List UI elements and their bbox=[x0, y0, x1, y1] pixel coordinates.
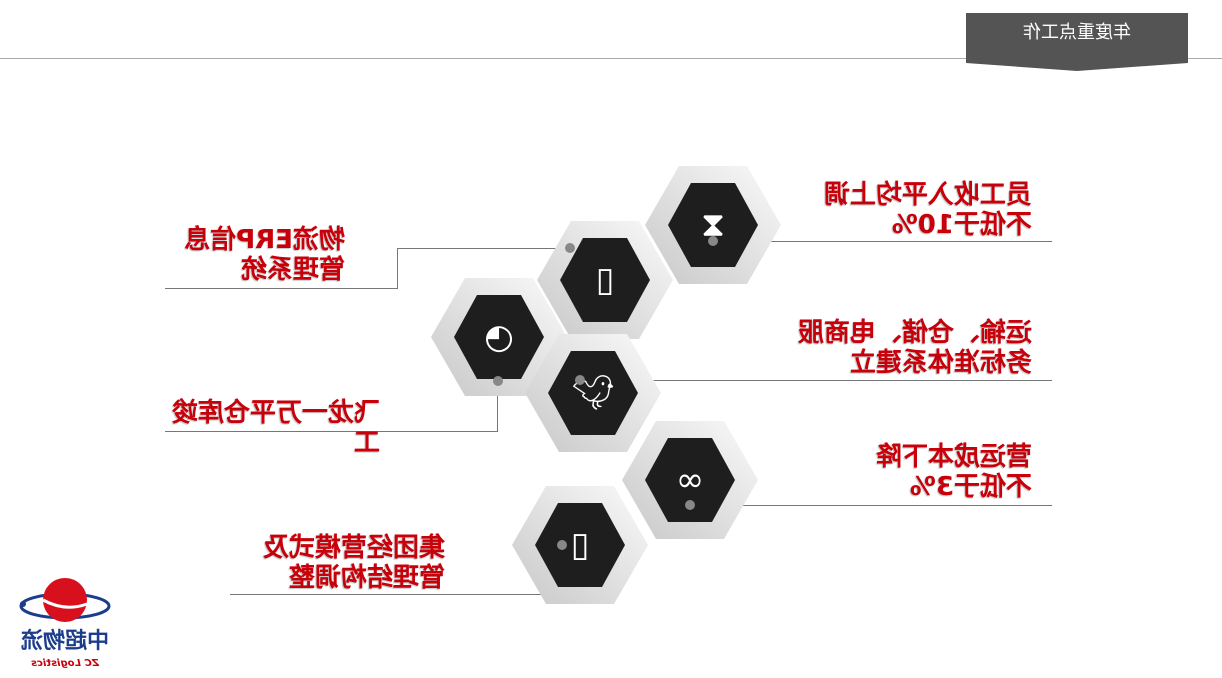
hex-book-2: ▯ bbox=[512, 486, 648, 604]
item-text: 管理结构调整 bbox=[288, 563, 445, 593]
bell-icon: ◔ bbox=[484, 317, 514, 357]
hex-link: ∞ bbox=[622, 421, 758, 539]
item-erp: 物流ERP信息管理系统 bbox=[184, 225, 345, 285]
item-standards: 运输、仓储、电商服务标准体系建立 bbox=[798, 318, 1032, 378]
item-text: 工 bbox=[353, 428, 380, 458]
connector-dot bbox=[708, 236, 718, 246]
connector-line bbox=[397, 248, 398, 288]
company-logo bbox=[19, 578, 111, 622]
item-text: 管理系统 bbox=[240, 255, 345, 285]
item-text: 物流ERP信息 bbox=[184, 225, 345, 255]
connector-dot bbox=[493, 376, 503, 386]
connector-dot bbox=[565, 243, 575, 253]
connector-dot bbox=[575, 375, 585, 385]
hex-bell: ◔ bbox=[431, 278, 567, 396]
item-structure: 集团经营模式及管理结构调整 bbox=[263, 533, 445, 593]
item-text: 不低于3% bbox=[909, 472, 1032, 502]
book-icon: ▯ bbox=[595, 260, 615, 300]
item-text: 营运成本下降 bbox=[875, 442, 1032, 472]
logo-name: 中超物流 bbox=[21, 629, 110, 654]
link-icon: ∞ bbox=[675, 460, 705, 500]
logo-subtitle: ZC Logistics bbox=[31, 658, 99, 669]
connector-dot bbox=[557, 540, 567, 550]
page-title: 年度重点工作 bbox=[1023, 22, 1131, 43]
item-text: 飞龙一万平仓库竣 bbox=[171, 398, 380, 428]
item-text: 运输、仓储、电商服 bbox=[797, 318, 1032, 348]
item-text: 不低于10% bbox=[891, 210, 1032, 240]
hex-twitter: 🐦︎ bbox=[525, 334, 661, 452]
item-text: 员工收入平均上调 bbox=[823, 180, 1032, 210]
item-text: 务标准体系建立 bbox=[849, 348, 1032, 378]
item-cost: 营运成本下降不低于3% bbox=[876, 442, 1032, 502]
item-text: 集团经营模式及 bbox=[262, 533, 445, 563]
item-warehouse: 飞龙一万平仓库竣工 bbox=[172, 398, 380, 458]
connector-dot bbox=[685, 500, 695, 510]
connector-line bbox=[165, 288, 398, 289]
item-salary: 员工收入平均上调不低于10% bbox=[824, 180, 1032, 240]
hex-hourglass: ⧗ bbox=[645, 166, 781, 284]
title-banner bbox=[966, 13, 1188, 71]
